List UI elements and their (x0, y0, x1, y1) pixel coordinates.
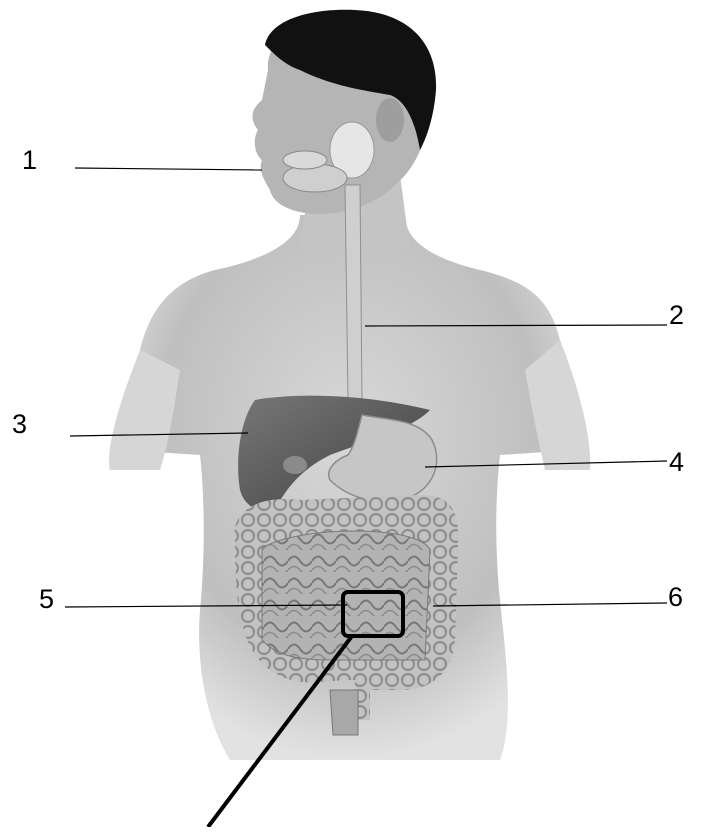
rectum (330, 690, 358, 735)
label-6: 6 (668, 584, 683, 611)
label-5: 5 (39, 586, 54, 613)
esophagus (345, 185, 362, 400)
leader-line-1 (75, 168, 262, 170)
gallbladder (283, 456, 307, 474)
label-1: 1 (22, 147, 37, 174)
label-2: 2 (669, 302, 684, 329)
label-3: 3 (12, 411, 27, 438)
oral-cavity (283, 151, 327, 169)
ear (376, 98, 404, 142)
label-4: 4 (669, 449, 684, 476)
